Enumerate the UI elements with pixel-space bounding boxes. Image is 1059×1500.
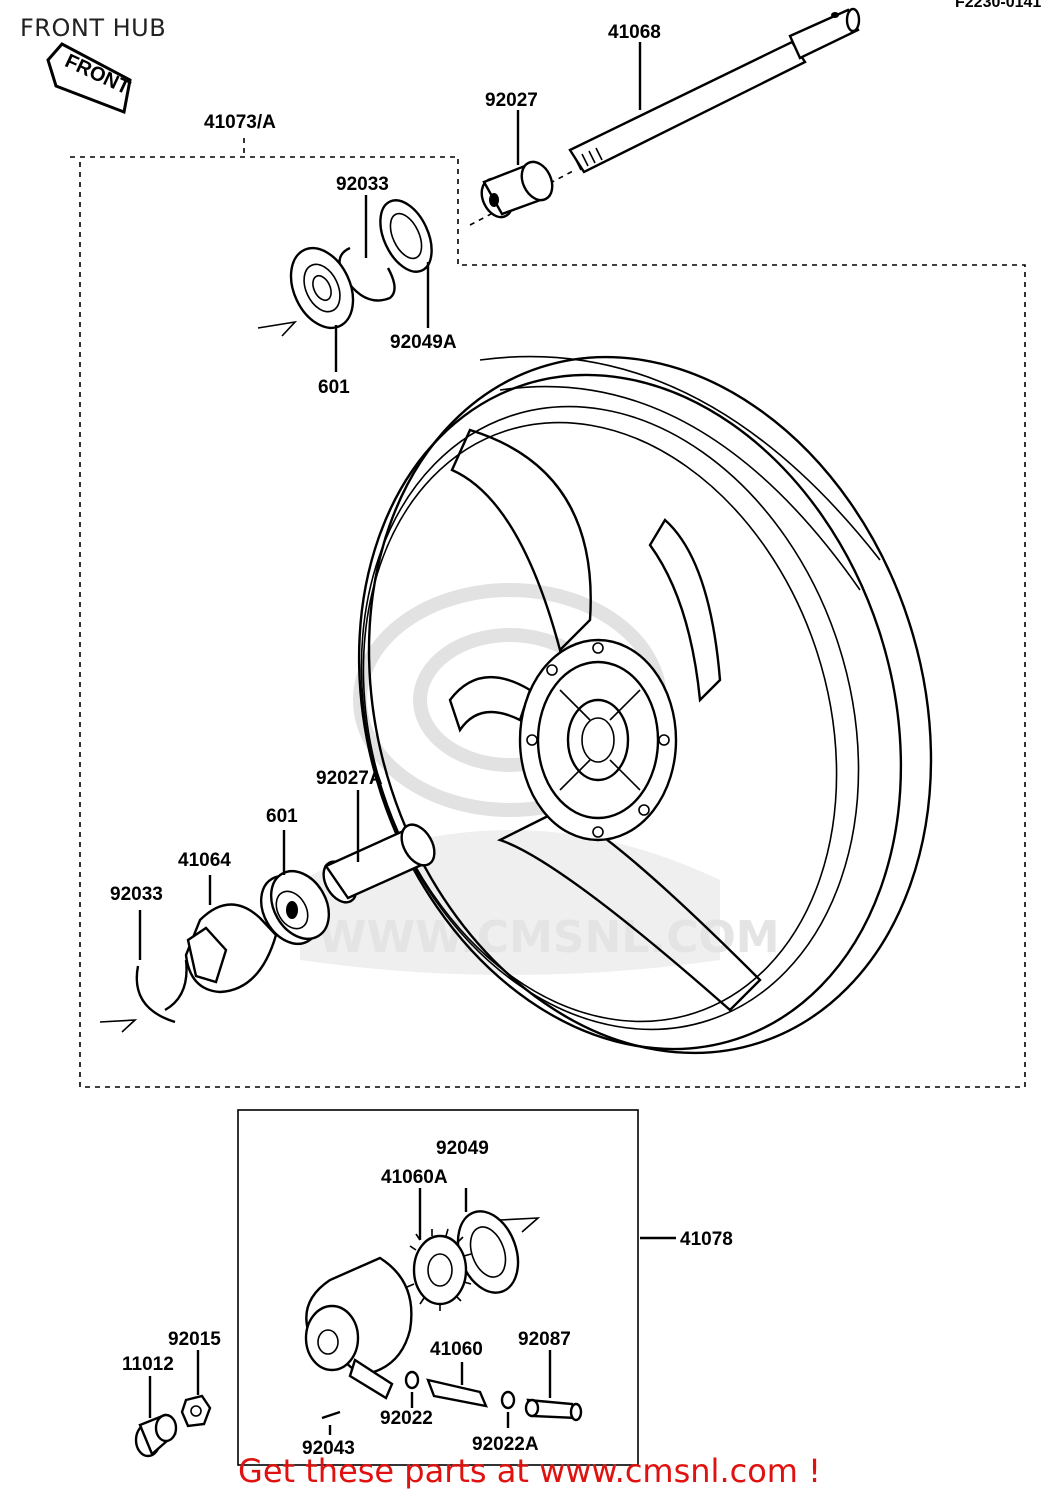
pin-92043	[321, 1410, 341, 1435]
gearbox-housing	[304, 1256, 413, 1400]
bearing-601-upper	[257, 246, 355, 372]
label-bearing-lower: 601	[266, 806, 298, 827]
sleeve-92087	[524, 1350, 583, 1422]
nut-92015	[180, 1350, 212, 1428]
collar-92027A	[322, 790, 436, 904]
label-circlip-lower: 92033	[110, 884, 163, 905]
label-collar-upper: 92027	[485, 90, 538, 111]
label-seal-gearbox: 92049	[436, 1138, 489, 1159]
seal-92049A	[379, 199, 433, 328]
label-seal-upper: 92049A	[390, 332, 457, 353]
label-circlip-upper: 92033	[336, 174, 389, 195]
washer-92022A	[500, 1390, 516, 1428]
label-sleeve: 92087	[518, 1329, 571, 1350]
gearbox-assembly-box	[237, 1109, 676, 1466]
circlip-92033-upper	[338, 195, 396, 302]
bearing-601-lower	[259, 830, 331, 945]
cap-11012	[134, 1376, 178, 1458]
label-axle: 41068	[608, 22, 661, 43]
collar-92027	[480, 110, 554, 219]
seal-92049	[456, 1188, 541, 1294]
gear-41060A	[406, 1188, 472, 1311]
circlip-92033-lower	[99, 910, 188, 1033]
label-collar-lower: 92027A	[316, 768, 383, 789]
cta-link[interactable]: Get these parts at www.cmsnl.com !	[238, 1452, 821, 1490]
label-pinion: 41060	[430, 1339, 483, 1360]
watermark-text: WWW.CMSNL.COM	[318, 912, 780, 963]
front-arrow: FRONT	[46, 42, 133, 115]
label-gear: 41060A	[381, 1167, 448, 1188]
wheel-assembly-box	[70, 138, 1026, 1088]
label-nut: 92015	[168, 1329, 221, 1350]
page-title: FRONT HUB	[20, 14, 167, 42]
label-gearbox-assembly: 41078	[680, 1229, 733, 1250]
spacer-plate-41064	[184, 875, 278, 994]
label-cap: 11012	[122, 1354, 174, 1375]
label-spacer-plate: 41064	[178, 850, 231, 871]
washer-92022	[404, 1370, 420, 1408]
axle-41068	[469, 7, 861, 226]
label-bearing-upper: 601	[318, 377, 350, 398]
label-pin: 92043	[302, 1438, 355, 1459]
diagram-id: F2230-0141	[955, 0, 1042, 11]
pinion-41060	[426, 1362, 488, 1408]
label-washer-b: 92022A	[472, 1434, 539, 1455]
front-wheel	[357, 355, 933, 1055]
label-wheel-assembly: 41073/A	[204, 112, 276, 133]
label-washer-a: 92022	[380, 1408, 433, 1429]
